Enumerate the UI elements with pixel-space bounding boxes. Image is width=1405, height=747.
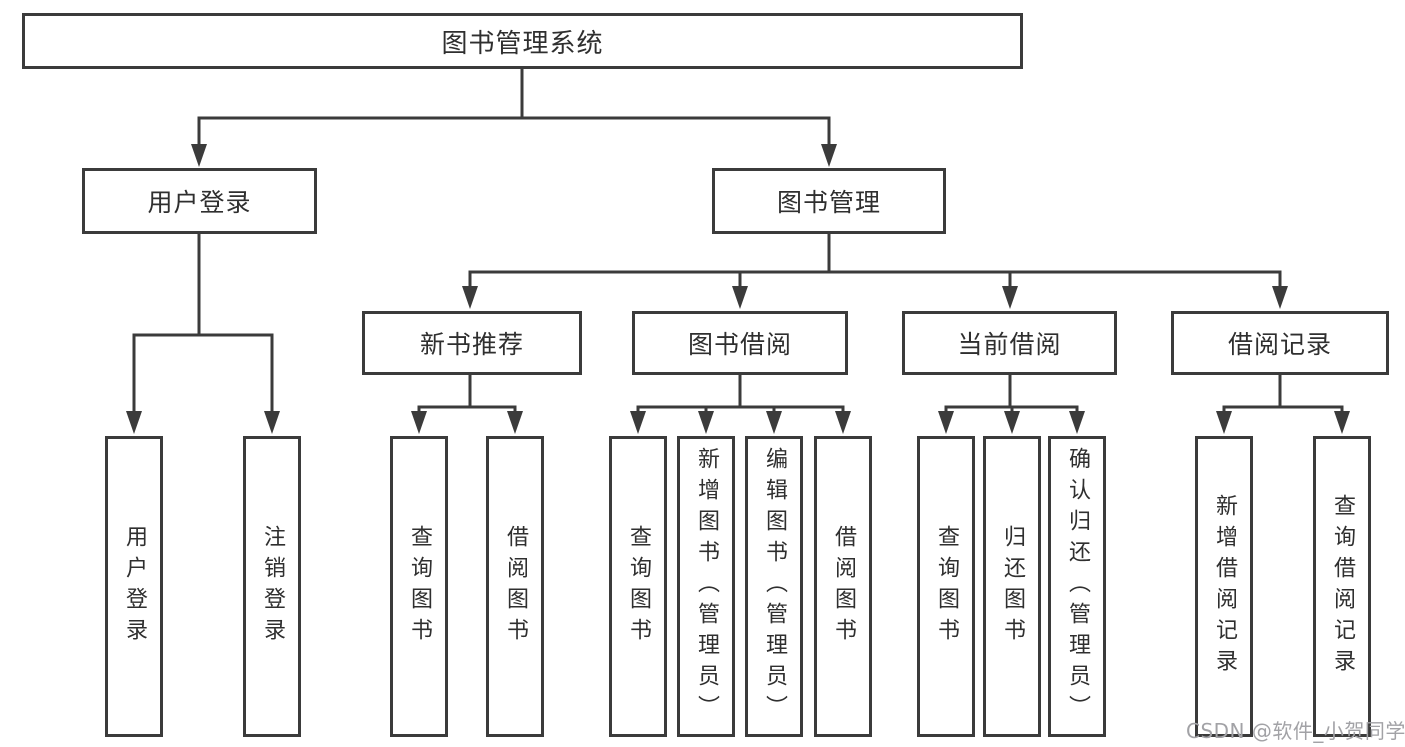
connector-current-borrow-children: [938, 375, 1085, 434]
leaf-current-confirm-return-admin-label: 确认归还（管理员）: [1065, 447, 1090, 726]
leaf-records-query-record: 查询借阅记录: [1313, 436, 1371, 737]
connector-book-borrow-children: [630, 375, 851, 434]
leaf-logout-login-label: 注销登录: [260, 524, 285, 649]
leaf-logout-login: 注销登录: [243, 436, 301, 737]
node-current-borrow: 当前借阅: [902, 311, 1117, 375]
node-borrow-records-label: 借阅记录: [1227, 330, 1332, 359]
csdn-watermark: CSDN @软件_小贺同学: [1186, 719, 1405, 743]
node-book-borrow-label: 图书借阅: [687, 330, 792, 359]
node-book-borrow: 图书借阅: [632, 311, 848, 375]
leaf-newbook-query-books-label: 查询图书: [407, 524, 432, 649]
connector-root-to-level2: [191, 68, 837, 167]
connector-book-management-children: [462, 233, 1288, 309]
leaf-current-return-books: 归还图书: [983, 436, 1041, 737]
node-new-book-recommend: 新书推荐: [362, 311, 582, 375]
leaf-borrow-borrow-books-label: 借阅图书: [831, 524, 856, 649]
node-current-borrow-label: 当前借阅: [957, 330, 1062, 359]
leaf-records-add-record: 新增借阅记录: [1195, 436, 1253, 737]
leaf-user-login: 用户登录: [105, 436, 163, 737]
leaf-current-return-books-label: 归还图书: [1000, 524, 1025, 649]
node-book-management: 图书管理: [712, 168, 946, 234]
node-new-book-recommend-label: 新书推荐: [419, 330, 524, 359]
leaf-borrow-edit-books-admin: 编辑图书（管理员）: [745, 436, 803, 737]
node-root-label: 图书管理系统: [441, 28, 604, 59]
leaf-newbook-borrow-books-label: 借阅图书: [503, 524, 528, 649]
leaf-newbook-query-books: 查询图书: [390, 436, 448, 737]
leaf-current-query-books: 查询图书: [917, 436, 975, 737]
leaf-borrow-borrow-books: 借阅图书: [814, 436, 872, 737]
leaf-user-login-label: 用户登录: [122, 524, 147, 649]
connector-borrow-records-children: [1216, 375, 1350, 434]
leaf-borrow-query-books: 查询图书: [609, 436, 667, 737]
connector-user-login-children: [126, 233, 280, 434]
leaf-current-query-books-label: 查询图书: [934, 524, 959, 649]
node-root: 图书管理系统: [22, 13, 1023, 69]
node-user-login: 用户登录: [82, 168, 317, 234]
leaf-newbook-borrow-books: 借阅图书: [486, 436, 544, 737]
leaf-borrow-edit-books-admin-label: 编辑图书（管理员）: [762, 447, 787, 726]
connector-new-book-children: [411, 375, 523, 434]
leaf-borrow-add-books-admin: 新增图书（管理员）: [677, 436, 735, 737]
leaf-borrow-query-books-label: 查询图书: [626, 524, 651, 649]
leaf-current-confirm-return-admin: 确认归还（管理员）: [1048, 436, 1106, 737]
leaf-records-query-record-label: 查询借阅记录: [1330, 493, 1355, 680]
node-book-management-label: 图书管理: [776, 188, 881, 217]
leaf-records-add-record-label: 新增借阅记录: [1212, 493, 1237, 680]
node-borrow-records: 借阅记录: [1171, 311, 1389, 375]
leaf-borrow-add-books-admin-label: 新增图书（管理员）: [694, 447, 719, 726]
node-user-login-label: 用户登录: [147, 188, 252, 217]
